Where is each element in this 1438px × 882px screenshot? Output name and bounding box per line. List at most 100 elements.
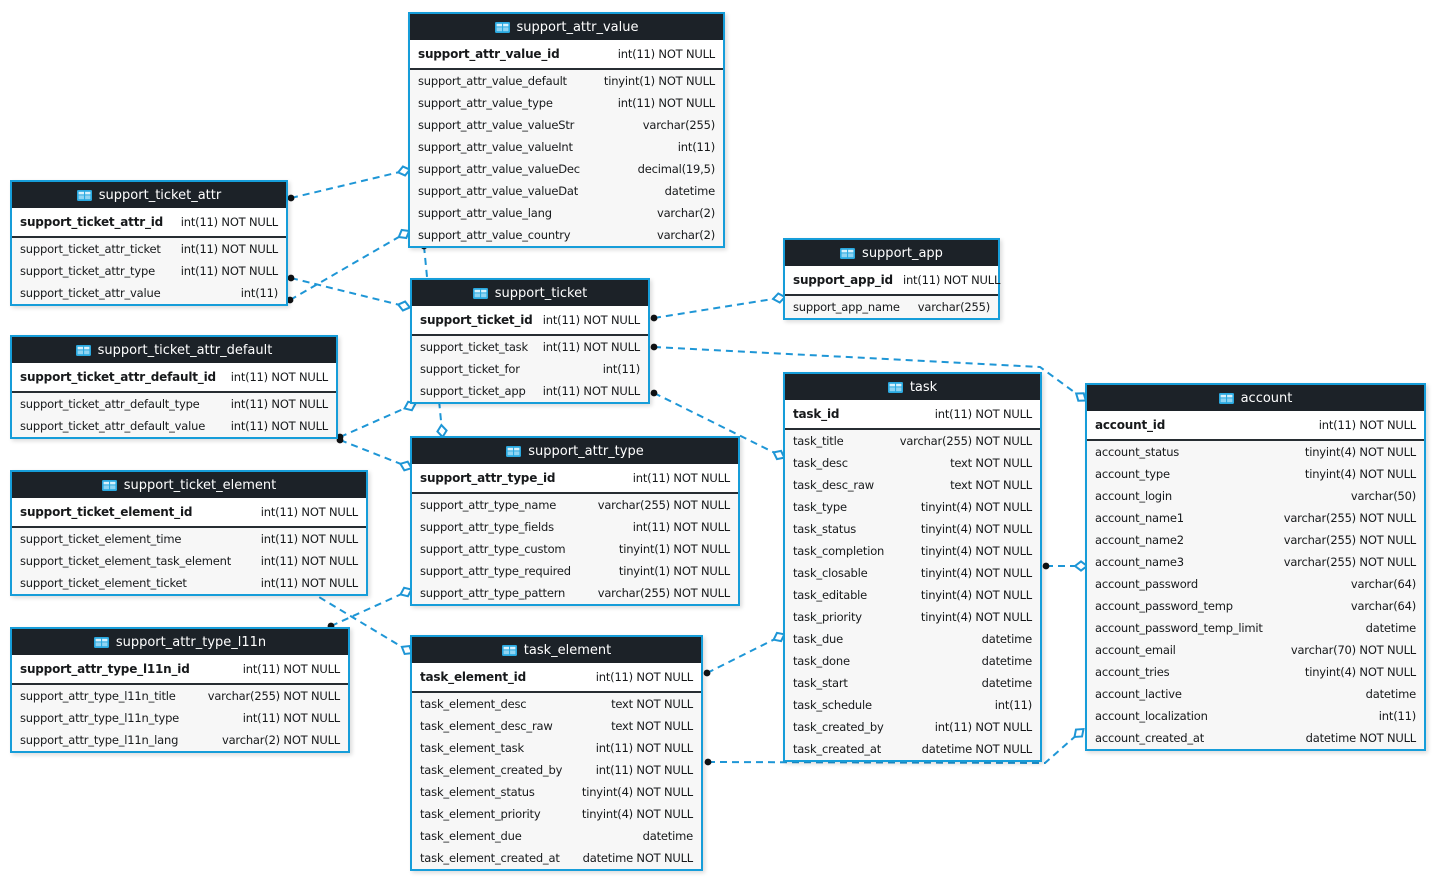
table-header[interactable]: support_attr_value	[410, 14, 723, 40]
relationship-line[interactable]	[707, 732, 1080, 765]
relationship-task_element-to-task[interactable]	[703, 630, 787, 677]
relationship-line[interactable]	[330, 591, 407, 627]
table-header[interactable]: support_ticket_attr	[12, 182, 286, 208]
table-header[interactable]: support_app	[785, 240, 998, 266]
relationship-support_ticket-to-support_app[interactable]	[650, 292, 787, 322]
relationship-support_ticket_attr-to-support_ticket[interactable]	[287, 274, 412, 312]
relationship-line[interactable]	[423, 245, 443, 432]
table-header[interactable]: account	[1087, 385, 1424, 411]
relationship-task_element-to-account[interactable]	[704, 726, 1087, 766]
table-header[interactable]: support_attr_type_l11n	[12, 629, 348, 655]
relationship-task-to-account[interactable]	[1042, 560, 1089, 572]
relationship-line[interactable]	[339, 405, 411, 438]
relationship-line[interactable]	[290, 277, 405, 307]
relationship-line[interactable]	[289, 233, 405, 301]
relationship-line[interactable]	[290, 170, 405, 199]
relationship-support_ticket_attr-to-support_attr_value[interactable]	[286, 227, 412, 304]
table-header[interactable]: support_attr_type	[412, 438, 738, 464]
relationship-support_ticket-to-task[interactable]	[650, 389, 787, 462]
table-header[interactable]: support_ticket	[412, 280, 648, 306]
table-header[interactable]: support_ticket_element	[12, 472, 366, 498]
relationship-support_ticket_attr_default-to-support_ticket[interactable]	[336, 399, 418, 441]
table-header[interactable]: task	[785, 374, 1040, 400]
table-header[interactable]: task_element	[412, 637, 701, 663]
table-header[interactable]: support_ticket_attr_default	[12, 337, 336, 363]
